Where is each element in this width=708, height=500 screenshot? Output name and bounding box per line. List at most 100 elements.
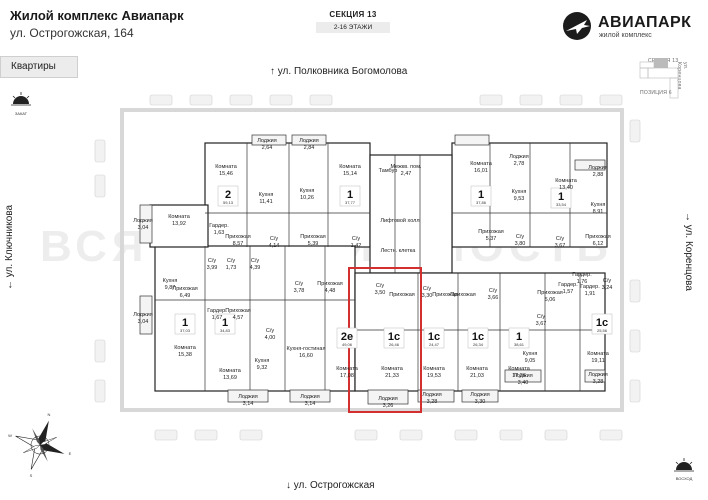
room-name: Прихожая [225, 234, 251, 240]
room-name: Лоджия [513, 373, 533, 379]
room-name: Гардер. [207, 308, 227, 314]
apartment-marker[interactable]: 259,13 [217, 185, 239, 207]
street-bottom-label: ул. Острогожская [293, 480, 375, 491]
room-name: Прихожая [432, 292, 458, 298]
room-name: Кухня [259, 192, 274, 198]
room-name: Комната [587, 351, 609, 357]
room-area: 3,14 [305, 401, 316, 407]
car-icon [499, 429, 523, 441]
room-area: 16,60 [299, 353, 313, 359]
room-name: С/у [251, 258, 260, 264]
logo-name: АВИАПАРК [598, 14, 692, 31]
room-name: С/у [266, 328, 275, 334]
apartment-area: 37,86 [476, 200, 487, 205]
street-bottom: ↓ ул. Острогожская [286, 480, 375, 491]
room-area: 8,91 [593, 209, 604, 215]
car-icon [94, 139, 106, 163]
apartment-type: 1 [516, 331, 522, 343]
logo-subtitle: жилой комплекс [599, 32, 652, 39]
apartment-marker[interactable]: 138,61 [508, 327, 530, 349]
sunset-label: ЗАКАТ [15, 111, 28, 116]
compass-n: N [48, 412, 51, 417]
logo: АВИАПАРК жилой комплекс [560, 10, 700, 42]
room-name: Комната [174, 345, 196, 351]
site-outline [120, 108, 624, 412]
car-icon [309, 94, 333, 106]
room-area: 5,37 [486, 236, 497, 242]
room-area: 17,08 [340, 373, 354, 379]
plane-logo-icon [563, 12, 591, 40]
room-name: Лифтовой холл [380, 217, 419, 224]
room-area: 3,66 [488, 295, 499, 301]
room-name: Гардер. [558, 282, 578, 288]
apartment-type: 1 [222, 317, 228, 329]
room-area: 4,00 [265, 335, 276, 341]
car-icon [544, 429, 568, 441]
room-name: Кухня [163, 278, 178, 284]
room-area: 19,11 [591, 358, 604, 364]
car-icon [229, 94, 253, 106]
room-name: С/у [603, 278, 612, 284]
room-area: 2,84 [304, 145, 315, 151]
room-name: Кухня [591, 202, 606, 208]
section-title: СЕКЦИЯ 13 [329, 10, 377, 19]
room-name: Гардер. [209, 223, 229, 229]
room-area: 9,32 [257, 365, 268, 371]
room-name: Гардер. [580, 284, 600, 290]
room-name: Лестн. клетка [381, 248, 417, 254]
room-area: 4,57 [233, 315, 244, 321]
room-area: 5,06 [545, 297, 556, 303]
room-area: 2,78 [514, 161, 525, 167]
room-area: 15,46 [219, 171, 233, 177]
compass-e: E [69, 451, 72, 456]
apartment-area: 25,56 [597, 328, 608, 333]
apartment-type: 1с [472, 331, 484, 343]
room-labels: Комната15,46Лоджия2,64Лоджия2,84Комната1… [133, 138, 612, 409]
tab-apartments[interactable]: Квартиры [0, 56, 78, 78]
room-area: 21,03 [470, 373, 484, 379]
room-name: Комната [470, 161, 492, 167]
room-name: Лоджия [378, 396, 398, 402]
apartment-marker[interactable]: 133,54 [550, 187, 572, 209]
apartment-marker[interactable]: 134,83 [214, 313, 236, 335]
room-name: Лоджия [422, 392, 442, 398]
room-name: Прихожая [389, 292, 415, 298]
room-name: С/у [227, 258, 236, 264]
room-area: 15,14 [343, 171, 357, 177]
room-name: С/у [208, 258, 217, 264]
room-name: Комната [466, 366, 488, 372]
apartment-type: 1с [596, 317, 608, 329]
room-area: 5,39 [308, 241, 319, 247]
room-name: С/у [556, 236, 565, 242]
apartment-marker[interactable]: 137,03 [174, 313, 196, 335]
room-name: Комната [219, 368, 241, 374]
room-name: Лоджия [588, 165, 608, 171]
room-area: 3,28 [427, 399, 438, 405]
car-icon [629, 379, 641, 403]
apartment-type: 1 [478, 189, 484, 201]
room-name: С/у [295, 281, 304, 287]
room-area: 3,14 [243, 401, 254, 407]
car-icon [149, 94, 173, 106]
room-area: 3,67 [555, 243, 566, 249]
apartment-marker[interactable]: 137,86 [470, 185, 492, 207]
room-name: Кухня-гостиная [287, 346, 326, 352]
room-name: Прихожая [537, 290, 563, 296]
car-icon [189, 94, 213, 106]
room-name: Кухня [512, 189, 527, 195]
room-area: 1,42 [351, 243, 362, 249]
room-name: Прихожая [225, 308, 251, 314]
room-name: Прихожая [172, 286, 198, 292]
room-name: Лоджия [509, 154, 529, 160]
room-name: Комната [339, 164, 361, 170]
apartment-marker[interactable]: 137,77 [339, 185, 361, 207]
room-name: С/у [270, 236, 279, 242]
room-name: Лоджия [133, 218, 153, 224]
room-area: 21,33 [385, 373, 399, 379]
